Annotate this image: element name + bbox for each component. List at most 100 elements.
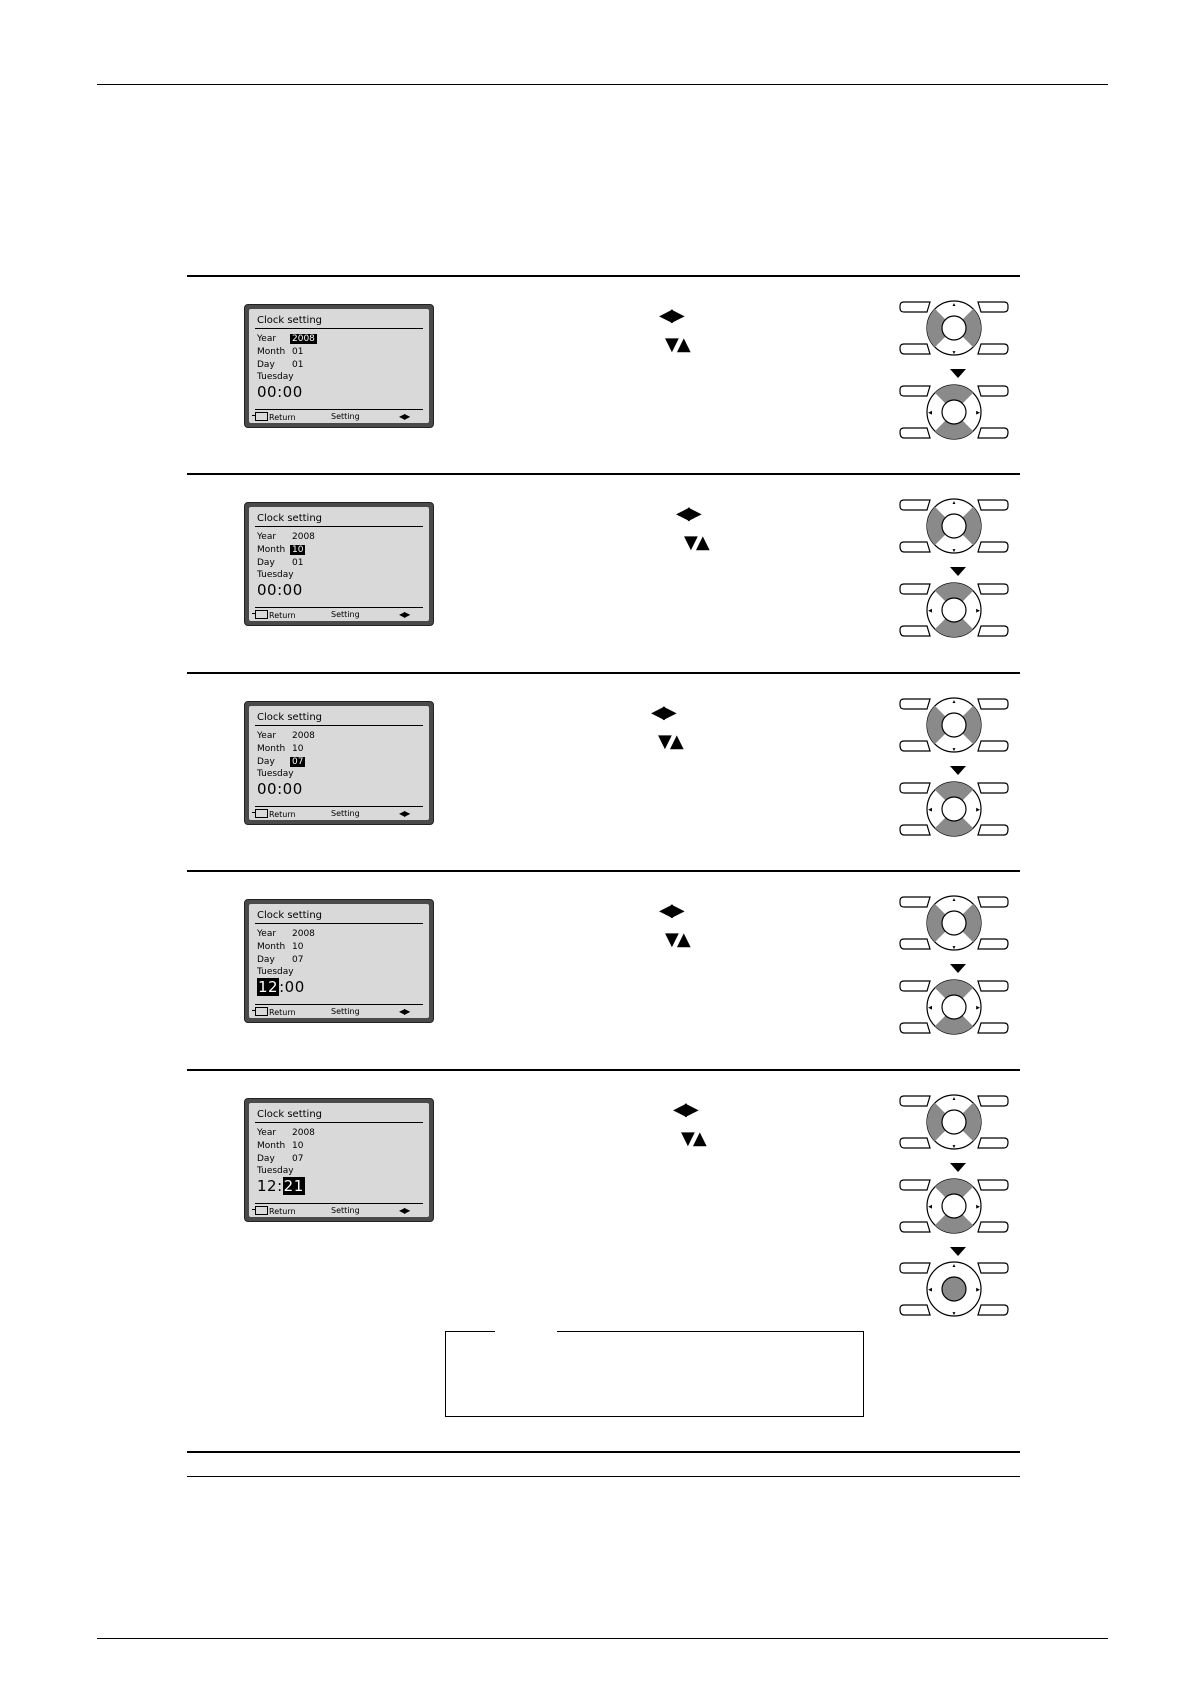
svg-text:◀: ◀ <box>928 1204 932 1210</box>
arrows-icon: ◀▶ <box>399 412 410 421</box>
remote-ud-highlight-icon: ◀ ▶ <box>899 781 1009 837</box>
setting-label: Setting <box>331 610 360 619</box>
remote-lr-highlight-icon: ▲ ▼ <box>899 300 1009 356</box>
step-divider <box>187 672 1020 674</box>
month-value: 10 <box>292 744 304 754</box>
month-value: 10 <box>292 1141 304 1151</box>
return-label: Return <box>252 1206 296 1216</box>
setting-label: Setting <box>331 1206 360 1215</box>
top-rule <box>97 84 1108 85</box>
svg-text:◀: ◀ <box>928 1005 932 1011</box>
svg-text:▶: ▶ <box>976 807 980 813</box>
year-value: 2008 <box>292 532 315 542</box>
step-divider <box>187 1476 1020 1477</box>
step-divider <box>187 1451 1020 1453</box>
time-value: 00:00 <box>257 581 303 599</box>
svg-text:▲: ▲ <box>952 699 957 705</box>
weekday: Tuesday <box>257 967 294 977</box>
lcd-title: Clock setting <box>257 315 323 326</box>
down-up-buttons-icon: ▼▲ <box>681 1128 707 1149</box>
svg-text:▲: ▲ <box>952 1096 957 1102</box>
svg-text:▶: ▶ <box>976 1005 980 1011</box>
year-value: 2008 <box>290 334 317 344</box>
lcd-title: Clock setting <box>257 712 323 723</box>
svg-text:▼: ▼ <box>952 945 957 951</box>
return-icon <box>252 610 268 619</box>
arrows-icon: ◀▶ <box>399 809 410 818</box>
return-icon <box>252 1206 268 1215</box>
time-value: 00:00 <box>257 780 303 798</box>
svg-text:▲: ▲ <box>952 302 957 308</box>
lcd-title: Clock setting <box>257 910 323 921</box>
lcd-title: Clock setting <box>257 1109 323 1120</box>
svg-text:◀: ◀ <box>928 410 932 416</box>
down-up-buttons-icon: ▼▲ <box>658 731 684 752</box>
remote-lr-highlight-icon: ▲ ▼ <box>899 1094 1009 1150</box>
down-up-buttons-icon: ▼▲ <box>665 334 691 355</box>
day-value: 01 <box>292 360 304 370</box>
month-value: 10 <box>290 545 306 555</box>
svg-text:▼: ▼ <box>952 548 957 554</box>
remote-ud-highlight-icon: ◀ ▶ <box>899 582 1009 638</box>
svg-text:▶: ▶ <box>976 410 980 416</box>
remote-lr-highlight-icon: ▲ ▼ <box>899 498 1009 554</box>
svg-text:▶: ▶ <box>976 608 980 614</box>
step-divider <box>187 473 1020 475</box>
svg-text:◀: ◀ <box>928 807 932 813</box>
year-value: 2008 <box>292 1128 315 1138</box>
left-right-buttons-icon: ◀▶ <box>659 305 685 326</box>
arrows-icon: ◀▶ <box>399 610 410 619</box>
svg-text:▼: ▼ <box>952 747 957 753</box>
left-right-buttons-icon: ◀▶ <box>659 900 685 921</box>
day-value: 07 <box>292 955 304 965</box>
remote-ud-highlight-icon: ◀ ▶ <box>899 979 1009 1035</box>
time-value: 12:00 <box>257 978 305 996</box>
step-divider <box>187 275 1020 277</box>
note-box <box>445 1331 864 1417</box>
time-value: 00:00 <box>257 383 303 401</box>
weekday: Tuesday <box>257 372 294 382</box>
year-value: 2008 <box>292 929 315 939</box>
return-icon <box>252 809 268 818</box>
return-label: Return <box>252 1007 296 1017</box>
left-right-buttons-icon: ◀▶ <box>651 702 677 723</box>
remote-ud-highlight-icon: ◀ ▶ <box>899 1178 1009 1234</box>
year-value: 2008 <box>292 731 315 741</box>
step-divider <box>187 870 1020 872</box>
remote-lr-highlight-icon: ▲ ▼ <box>899 895 1009 951</box>
svg-text:▼: ▼ <box>952 1311 957 1317</box>
arrows-icon: ◀▶ <box>399 1007 410 1016</box>
setting-label: Setting <box>331 412 360 421</box>
lcd-title: Clock setting <box>257 513 323 524</box>
remote-ud-highlight-icon: ◀ ▶ <box>899 384 1009 440</box>
weekday: Tuesday <box>257 1166 294 1176</box>
left-right-buttons-icon: ◀▶ <box>676 503 702 524</box>
svg-text:◀: ◀ <box>928 608 932 614</box>
svg-text:▶: ▶ <box>976 1204 980 1210</box>
day-value: 01 <box>292 558 304 568</box>
month-value: 10 <box>292 942 304 952</box>
svg-text:▲: ▲ <box>952 897 957 903</box>
step-divider <box>187 1069 1020 1071</box>
return-label: Return <box>252 412 296 422</box>
bottom-rule <box>97 1638 1108 1639</box>
svg-text:▼: ▼ <box>952 350 957 356</box>
